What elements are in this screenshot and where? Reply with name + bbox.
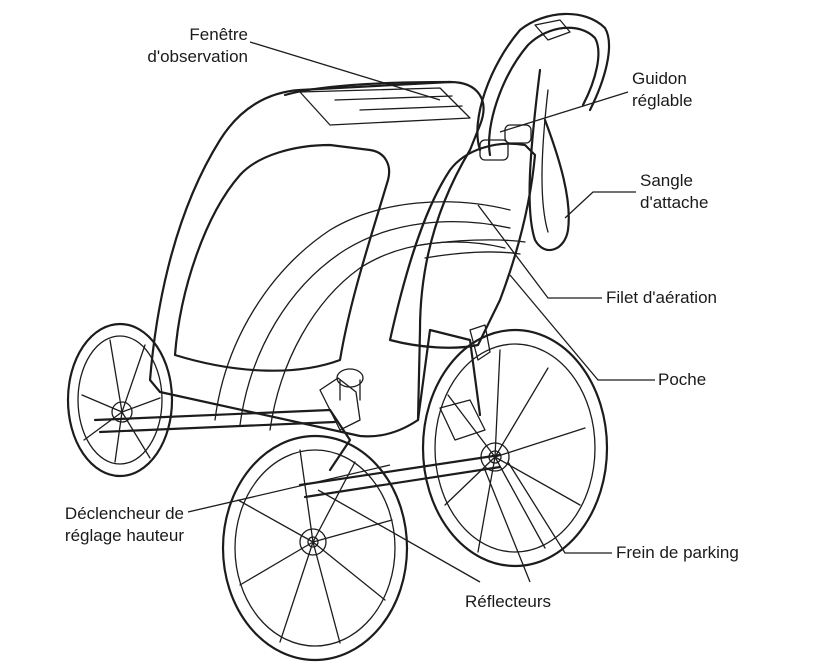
label-declencheur-line1: Déclencheur de bbox=[65, 503, 184, 525]
label-filet-aeration: Filet d'aération bbox=[606, 287, 717, 309]
label-guidon-line2: réglable bbox=[632, 90, 693, 112]
label-guidon-line1: Guidon bbox=[632, 68, 693, 90]
front-wheel bbox=[223, 436, 407, 660]
label-frein-parking: Frein de parking bbox=[616, 542, 739, 564]
cabin bbox=[150, 14, 609, 436]
label-fenetre-line1: Fenêtre bbox=[147, 24, 248, 46]
label-fenetre-line2: d'observation bbox=[147, 46, 248, 68]
leader-sangle bbox=[565, 192, 636, 218]
leader-guidon bbox=[500, 92, 628, 132]
rear-left-wheel bbox=[68, 324, 172, 476]
label-guidon-reglable: Guidon réglable bbox=[632, 68, 693, 112]
label-fenetre-observation: Fenêtre d'observation bbox=[147, 24, 248, 68]
label-sangle-line2: d'attache bbox=[640, 192, 708, 214]
frame bbox=[95, 325, 500, 497]
label-declencheur-line2: réglage hauteur bbox=[65, 525, 184, 547]
label-sangle-attache: Sangle d'attache bbox=[640, 170, 708, 214]
label-poche: Poche bbox=[658, 369, 706, 391]
leader-frein bbox=[508, 462, 612, 553]
label-declencheur-reglage-hauteur: Déclencheur de réglage hauteur bbox=[65, 503, 184, 547]
label-reflecteurs: Réflecteurs bbox=[448, 591, 568, 613]
label-sangle-line1: Sangle bbox=[640, 170, 708, 192]
rear-right-wheel bbox=[423, 330, 607, 566]
